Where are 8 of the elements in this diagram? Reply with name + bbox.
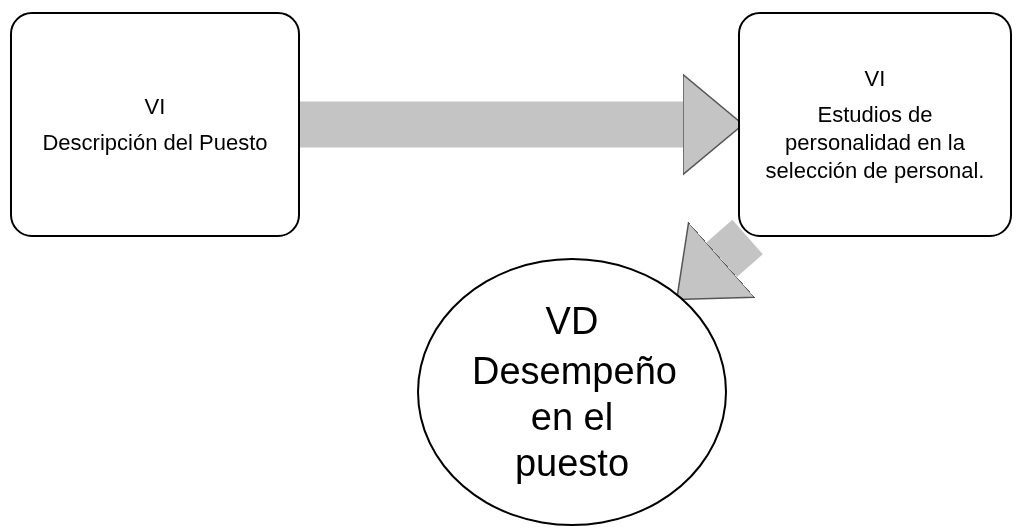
variable-label: VD — [545, 299, 599, 344]
rounded-box — [10, 12, 300, 237]
rounded-box — [738, 12, 1012, 237]
block-arrow — [675, 219, 763, 301]
node-text: Descripción del Puesto — [42, 128, 268, 157]
node-text: Estudios de personalidad en la selección de personal. — [764, 100, 986, 185]
variable-label: VI — [864, 64, 886, 93]
variable-label: VI — [144, 92, 166, 121]
